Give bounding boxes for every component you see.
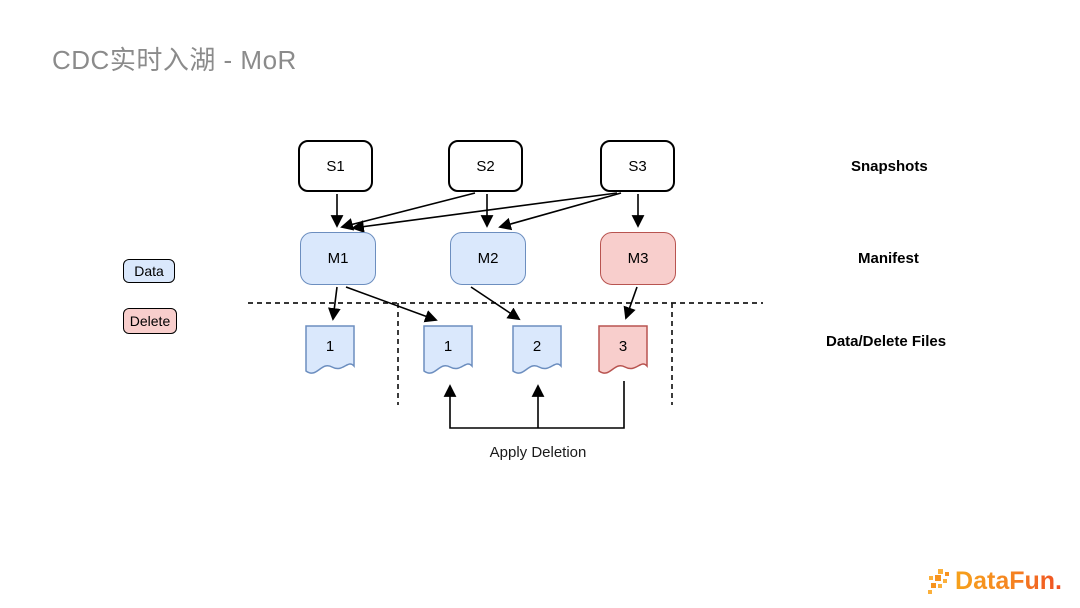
snapshot-s1: S1 — [298, 140, 373, 192]
dashed-separators — [248, 302, 763, 405]
apply-deletion-label: Apply Deletion — [489, 444, 587, 461]
data-file-2: 2 — [512, 325, 562, 379]
document-shape-icon — [305, 325, 355, 374]
datafun-logo-icon — [928, 569, 950, 594]
delete-file-3: 3 — [598, 325, 648, 379]
apply-deletion-bracket — [443, 381, 625, 429]
file-label: 1 — [443, 338, 453, 355]
document-shape-icon — [598, 325, 648, 374]
file-label: 3 — [618, 338, 628, 355]
legend-delete: Delete — [123, 308, 177, 334]
snapshot-to-manifest-arrows — [330, 192, 645, 233]
manifest-to-file-arrows — [327, 286, 638, 323]
data-file-1: 1 — [305, 325, 355, 379]
legend-data: Data — [123, 259, 175, 283]
manifest-m2: M2 — [450, 232, 526, 285]
file-label: 2 — [532, 338, 542, 355]
row-label-data-delete-files: Data/Delete Files — [826, 333, 947, 350]
document-shape-icon — [512, 325, 562, 374]
document-shape-icon — [423, 325, 473, 374]
file-label: 1 — [325, 338, 335, 355]
manifest-m3: M3 — [600, 232, 676, 285]
page-title: CDC实时入湖 - MoR — [52, 45, 297, 75]
row-label-manifest: Manifest — [858, 250, 919, 267]
data-file-1b: 1 — [423, 325, 473, 379]
datafun-logo: DataFun. — [927, 567, 1062, 596]
snapshot-s3: S3 — [600, 140, 675, 192]
snapshot-s2: S2 — [448, 140, 523, 192]
manifest-m1: M1 — [300, 232, 376, 285]
datafun-logo-text: DataFun. — [955, 567, 1062, 595]
row-label-snapshots: Snapshots — [851, 158, 928, 175]
